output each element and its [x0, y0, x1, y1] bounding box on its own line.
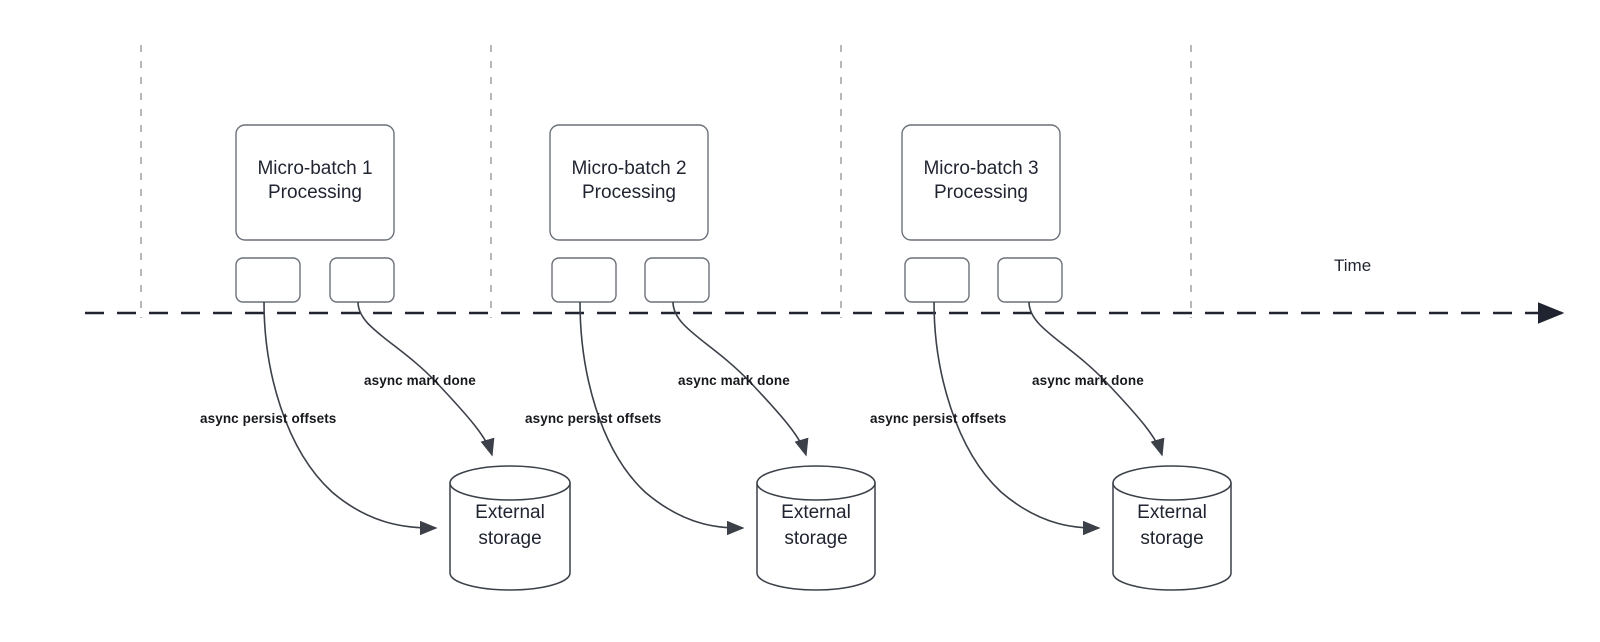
group-1-shapes: [235, 124, 571, 591]
group-2-async-persist-offsets-label: async persist offsets: [525, 411, 662, 426]
group-2-shapes: [549, 124, 876, 591]
group-2-async-mark-done-edge: [672, 301, 809, 457]
group-3-shapes: [901, 124, 1232, 591]
group-3-persist-offsets-task-box[interactable]: [904, 257, 970, 303]
group-3-async-persist-offsets-edge: [933, 301, 1101, 536]
external-storage-1-cylinder[interactable]: [449, 465, 571, 591]
group-2-persist-offsets-task-box[interactable]: [551, 257, 617, 303]
group-1-async-persist-offsets-label: async persist offsets: [200, 411, 337, 426]
external-storage-1-label: External storage: [475, 502, 545, 549]
group-1-persist-offsets-task-box[interactable]: [235, 257, 301, 303]
micro-batch-2-box[interactable]: [549, 124, 709, 241]
micro-batch-3-box[interactable]: [901, 124, 1061, 241]
group-2-async-persist-offsets-edge: [579, 301, 745, 536]
group-1-mark-done-task-box[interactable]: [329, 257, 395, 303]
group-3-async-mark-done-label: async mark done: [1032, 373, 1144, 388]
time-axis-label: Time: [1334, 256, 1372, 275]
external-storage-2-cylinder[interactable]: [756, 465, 876, 591]
group-1-async-persist-offsets-edge: [263, 301, 438, 536]
group-3-async-persist-offsets-label: async persist offsets: [870, 411, 1007, 426]
external-storage-3-cylinder[interactable]: [1112, 465, 1232, 591]
group-2-mark-done-task-box[interactable]: [644, 257, 710, 303]
group-3-async-mark-done-edge: [1028, 301, 1165, 457]
group-2-async-mark-done-label: async mark done: [678, 373, 790, 388]
timeline-tick-group: [140, 45, 1192, 318]
external-storage-2-label: External storage: [781, 502, 851, 549]
external-storage-3-label: External storage: [1137, 502, 1207, 549]
group-3-mark-done-task-box[interactable]: [997, 257, 1063, 303]
micro-batch-1-box[interactable]: [235, 124, 395, 241]
group-1-async-mark-done-label: async mark done: [364, 373, 476, 388]
group-1-async-mark-done-edge: [357, 301, 495, 457]
